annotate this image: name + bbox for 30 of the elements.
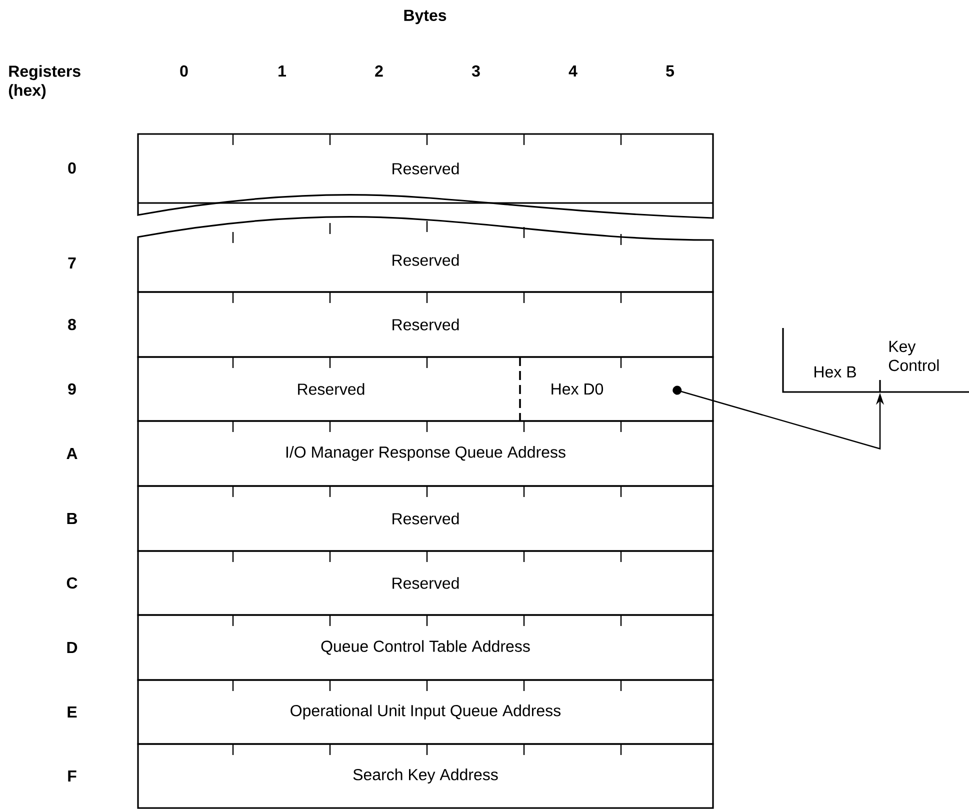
register-row: Reserved <box>137 485 714 552</box>
register-row: Reserved <box>137 133 714 219</box>
axis-title: Registers (hex) <box>8 65 80 100</box>
register-number: A <box>66 448 78 459</box>
axis-title: Bytes <box>404 10 446 24</box>
register-row: Reserved <box>137 550 714 616</box>
register-row: Reserved <box>137 216 714 293</box>
register-field: Hex D0 <box>524 356 714 422</box>
register-row: Reserved <box>137 291 714 358</box>
byte-number: 5 <box>666 65 674 77</box>
byte-number: 3 <box>472 65 480 77</box>
byte-number: 4 <box>568 66 578 76</box>
byte-number: 2 <box>375 65 383 77</box>
register-field: Reserved <box>137 356 524 422</box>
register-number: D <box>67 642 78 654</box>
register-number: F <box>68 770 76 782</box>
register-number: 9 <box>68 383 76 395</box>
register-row: I/O Manager Response Queue Address <box>137 420 714 487</box>
bracket-diagram: Hex B Key Control <box>782 328 969 393</box>
register-number: 0 <box>68 162 76 174</box>
register-number: 7 <box>68 258 76 268</box>
register-number: 8 <box>68 318 76 330</box>
register-row: Queue Control Table Address <box>137 614 714 681</box>
byte-number: 1 <box>278 66 286 76</box>
byte-number: 0 <box>180 65 188 77</box>
register-number: B <box>67 513 78 524</box>
register-number: E <box>68 706 77 718</box>
register-number: C <box>66 577 78 589</box>
register-row: Search Key Address <box>137 743 714 809</box>
register-row: Operational Unit Input Queue Address <box>137 679 714 745</box>
